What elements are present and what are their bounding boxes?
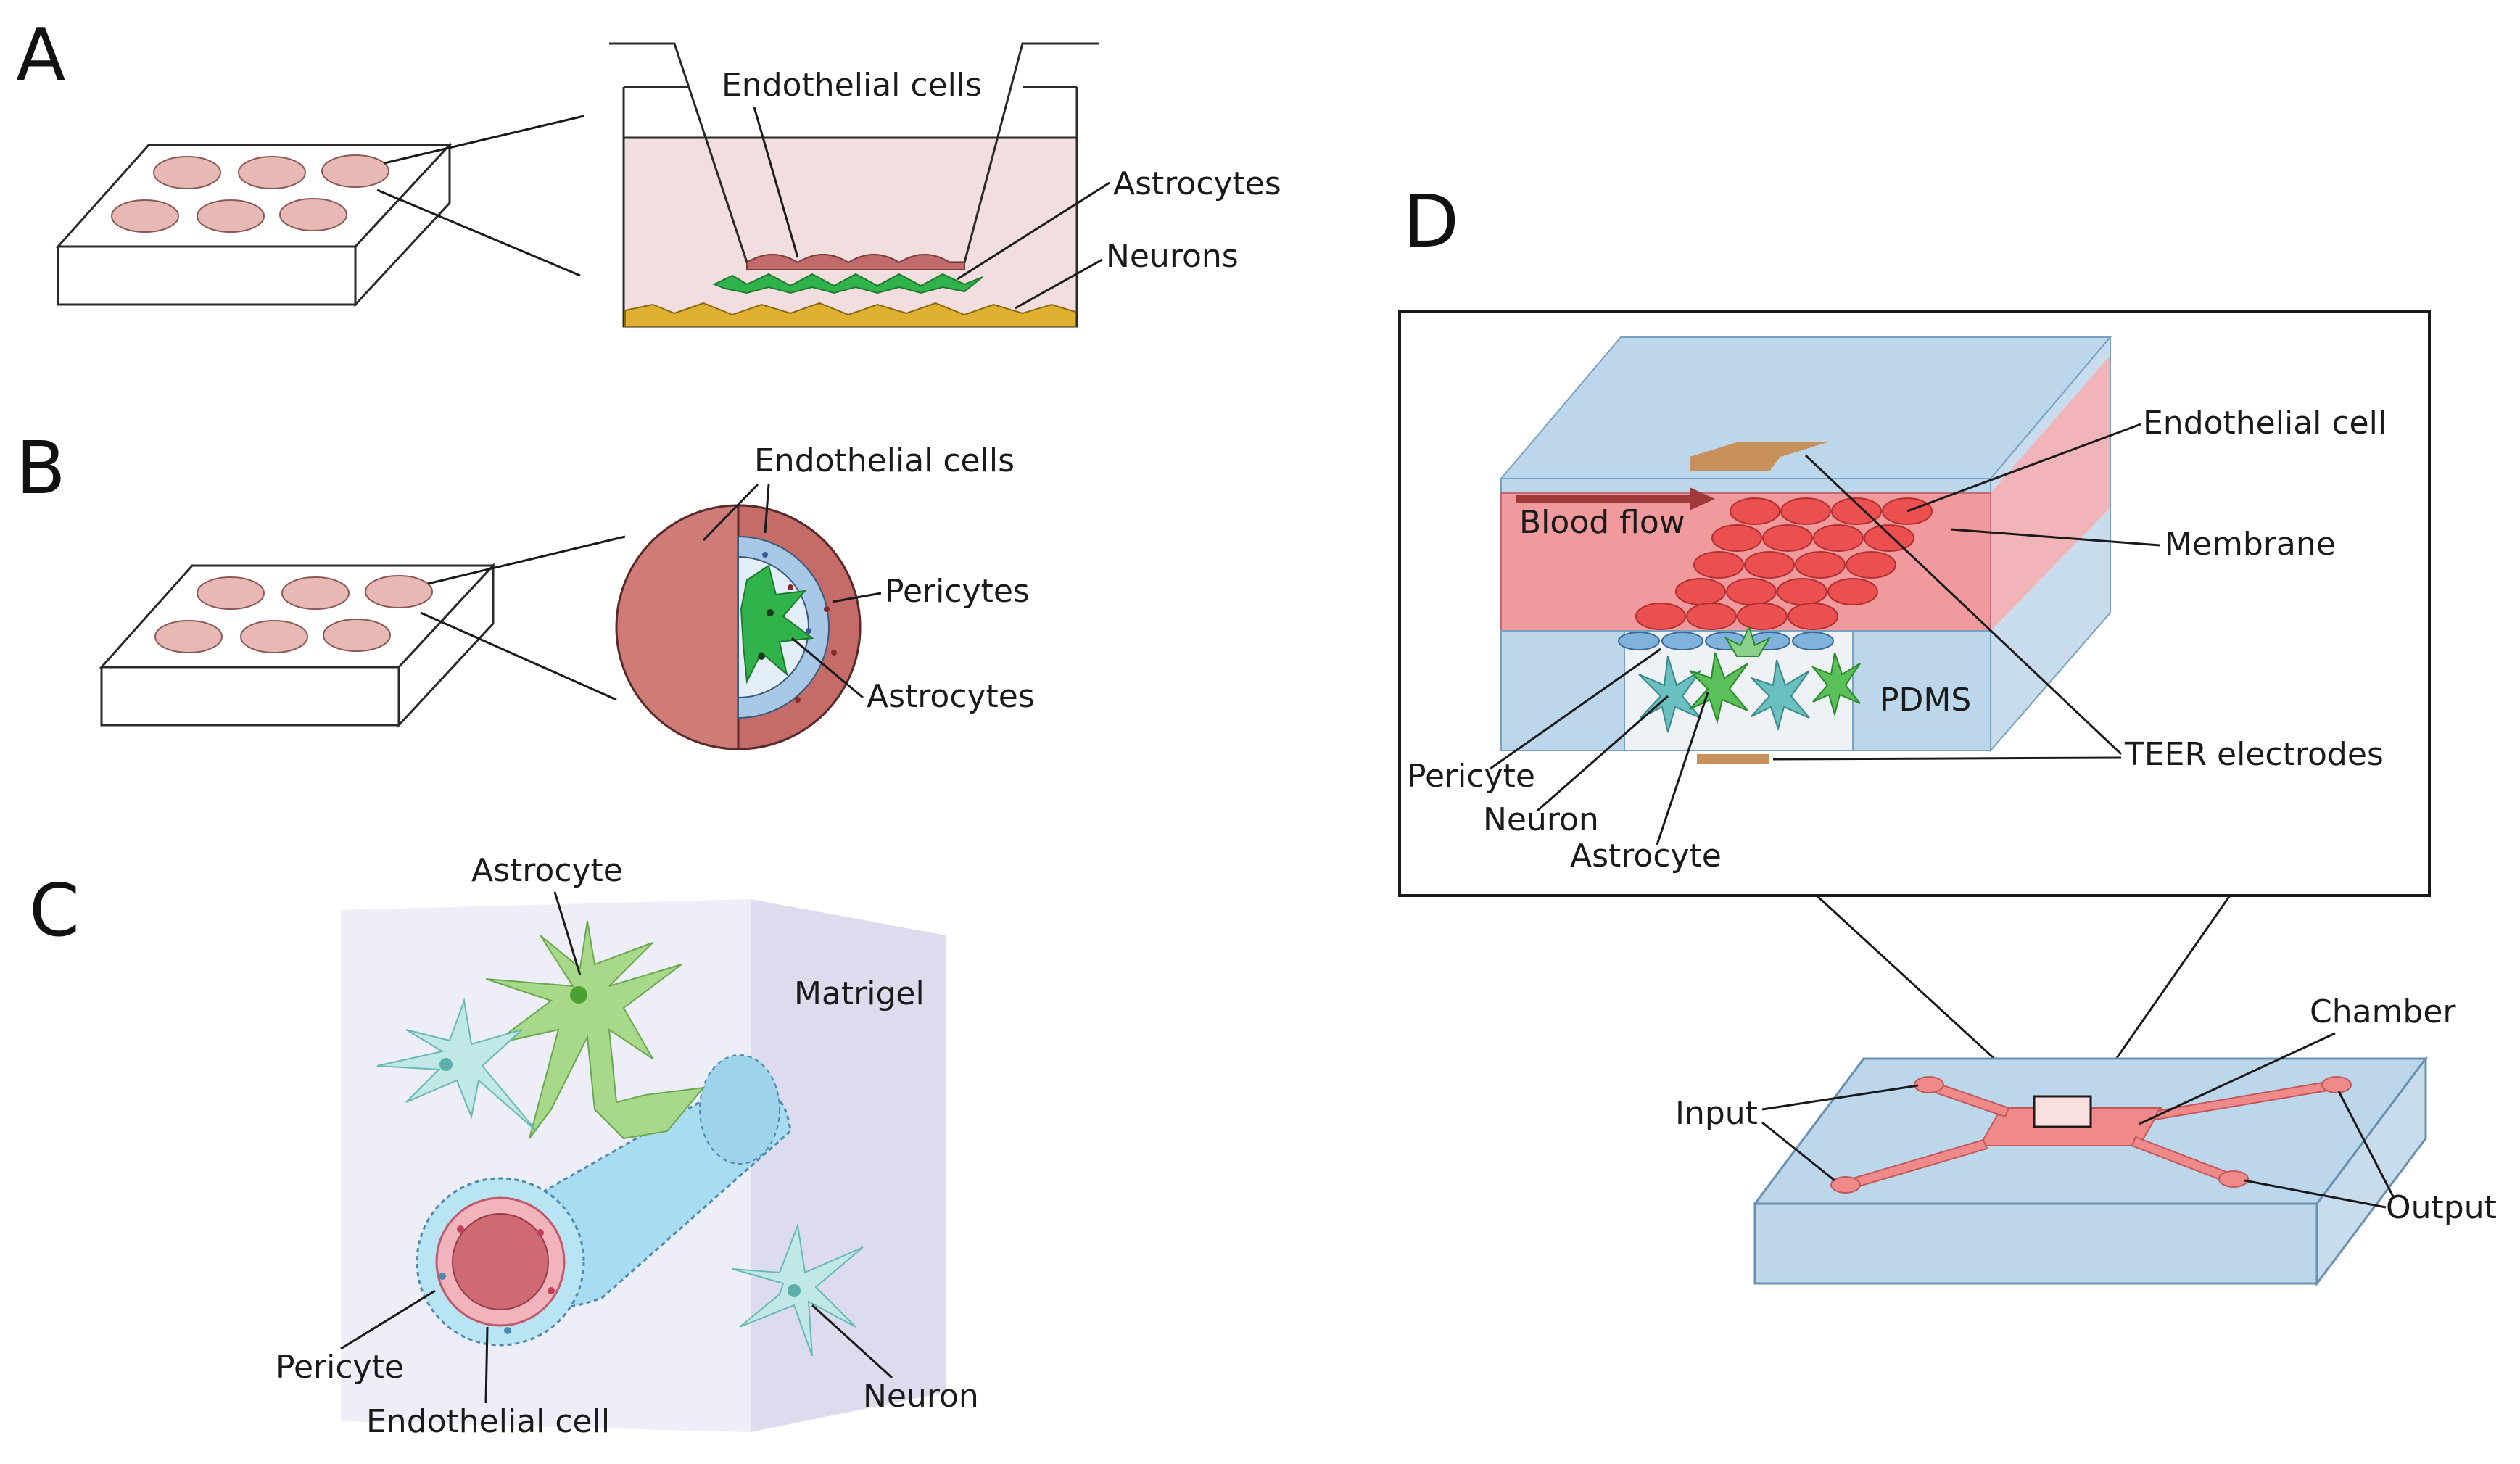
label-a-endothelial: Endothelial cells <box>722 67 982 104</box>
well <box>154 620 223 653</box>
teer-electrode-top <box>1690 442 1827 471</box>
well <box>153 156 221 189</box>
label-c-matrigel: Matrigel <box>794 975 925 1012</box>
label-b-astrocytes: Astrocytes <box>867 678 1035 715</box>
chip-channels <box>1830 1076 2352 1194</box>
lower-chamber-cells <box>1638 625 1861 733</box>
label-b-pericytes: Pericytes <box>885 573 1030 610</box>
zoom-region <box>2033 1095 2092 1128</box>
microfluidic-chip <box>1753 1055 2428 1287</box>
label-c-endothelial: Endothelial cell <box>366 1403 610 1440</box>
label-d-endothelial: Endothelial cell <box>2143 405 2387 442</box>
label-d-blood-flow: Blood flow <box>1519 504 1685 541</box>
well <box>279 198 347 231</box>
panel-c-letter: C <box>29 868 80 953</box>
label-a-neurons: Neurons <box>1106 238 1239 275</box>
well <box>197 576 265 610</box>
neuron-layer <box>624 302 1076 327</box>
well <box>111 199 179 233</box>
panel-a: A Endot <box>16 12 1281 328</box>
astrocyte-cell <box>485 920 706 1140</box>
basal-cells <box>1618 632 1834 650</box>
label-d-input: Input <box>1675 1095 1758 1132</box>
well <box>365 575 433 608</box>
label-d-pdms: PDMS <box>1880 682 1971 719</box>
label-c-pericyte: Pericyte <box>276 1349 404 1386</box>
chip-front <box>1753 1202 2318 1285</box>
well <box>240 620 308 653</box>
label-d-membrane: Membrane <box>2165 526 2336 563</box>
panel-b-well-plate <box>99 563 496 728</box>
panel-d-letter: D <box>1403 179 1459 264</box>
endothelial-sheet <box>1635 497 1933 630</box>
astrocytes-core <box>740 564 814 685</box>
culture-medium <box>622 136 1078 328</box>
panel-c: C Matrigel Astrocyte Pericyte Endothelia… <box>29 852 979 1440</box>
well <box>281 576 350 610</box>
teer-electrode-bottom <box>1697 754 1769 764</box>
neuron-cell <box>376 998 537 1132</box>
label-d-chamber: Chamber <box>2310 993 2456 1030</box>
panel-d: D PDMS Blood flow <box>1398 179 2497 1287</box>
label-d-astrocyte: Astrocyte <box>1570 838 1722 874</box>
label-d-output: Output <box>2386 1189 2497 1226</box>
label-d-pericyte: Pericyte <box>1407 758 1535 795</box>
well <box>238 156 306 189</box>
astrocyte-layer <box>712 273 983 294</box>
label-d-teer: TEER electrodes <box>2124 736 2384 773</box>
panel-a-transwell <box>609 42 1099 328</box>
well <box>321 154 389 188</box>
lumen <box>452 1213 549 1310</box>
label-b-endothelial: Endothelial cells <box>754 442 1015 479</box>
panel-a-well-plate <box>55 142 453 307</box>
label-c-neuron: Neuron <box>863 1378 979 1415</box>
panel-b: B End <box>16 426 1035 750</box>
panel-b-letter: B <box>16 426 66 510</box>
well <box>197 199 265 233</box>
label-a-astrocytes: Astrocytes <box>1113 165 1281 202</box>
well <box>323 619 391 652</box>
label-c-astrocyte: Astrocyte <box>471 852 623 889</box>
panel-b-spheroid <box>615 504 862 750</box>
chip-side <box>2315 1055 2427 1287</box>
endothelial-layer <box>746 254 965 270</box>
panel-a-letter: A <box>16 12 65 97</box>
